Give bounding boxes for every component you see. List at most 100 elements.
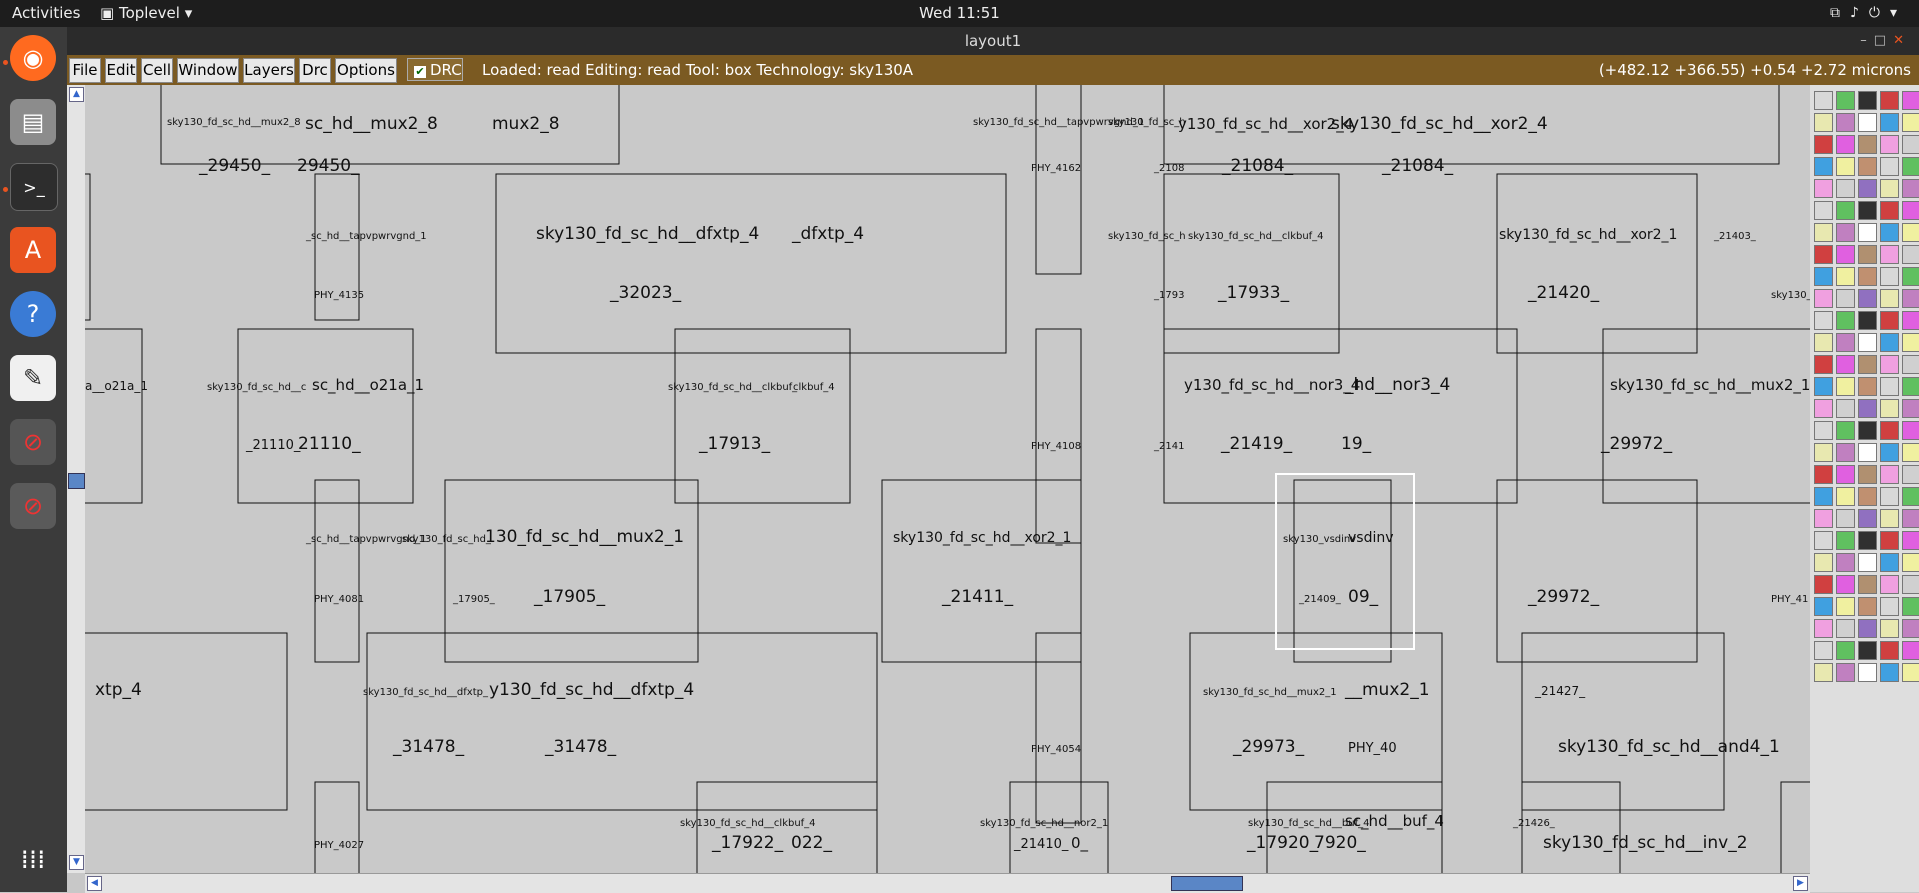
app-icon[interactable]: ⊘ xyxy=(10,483,56,529)
layer-swatch[interactable] xyxy=(1858,619,1877,638)
layer-swatch[interactable] xyxy=(1880,377,1899,396)
menu-options[interactable]: Options xyxy=(335,58,397,83)
menu-drc[interactable]: Drc xyxy=(299,58,331,83)
layer-swatch[interactable] xyxy=(1880,487,1899,506)
text-editor-icon[interactable]: ✎ xyxy=(10,355,56,401)
cell-box[interactable] xyxy=(1035,328,1082,544)
cell-box[interactable] xyxy=(696,781,878,873)
cell-box[interactable] xyxy=(444,479,699,663)
layer-swatch[interactable] xyxy=(1880,421,1899,440)
firefox-icon[interactable]: ◉ xyxy=(10,35,56,81)
layer-swatch[interactable] xyxy=(1858,179,1877,198)
layer-swatch[interactable] xyxy=(1836,597,1855,616)
layer-swatch[interactable] xyxy=(1858,223,1877,242)
layer-swatch[interactable] xyxy=(1902,135,1919,154)
layer-swatch[interactable] xyxy=(1814,443,1833,462)
layer-swatch[interactable] xyxy=(1880,641,1899,660)
terminal-icon[interactable]: >_ xyxy=(10,163,58,211)
layer-swatch[interactable] xyxy=(1858,509,1877,528)
layer-swatch[interactable] xyxy=(1880,245,1899,264)
cell-box[interactable] xyxy=(160,85,620,165)
layer-swatch[interactable] xyxy=(1858,289,1877,308)
layer-swatch[interactable] xyxy=(1902,509,1919,528)
layer-palette[interactable] xyxy=(1810,85,1919,892)
cell-box[interactable] xyxy=(1009,781,1109,873)
layer-swatch[interactable] xyxy=(1836,355,1855,374)
layer-swatch[interactable] xyxy=(1814,135,1833,154)
layer-swatch[interactable] xyxy=(1858,487,1877,506)
cell-box[interactable] xyxy=(495,173,1007,354)
layer-swatch[interactable] xyxy=(1836,157,1855,176)
layer-swatch[interactable] xyxy=(1858,377,1877,396)
vertical-scroll-thumb[interactable] xyxy=(68,473,85,489)
layer-swatch[interactable] xyxy=(1814,201,1833,220)
layer-swatch[interactable] xyxy=(1814,311,1833,330)
layer-swatch[interactable] xyxy=(1902,267,1919,286)
layer-swatch[interactable] xyxy=(1880,531,1899,550)
layer-swatch[interactable] xyxy=(1858,465,1877,484)
layer-swatch[interactable] xyxy=(1902,179,1919,198)
layer-swatch[interactable] xyxy=(1880,465,1899,484)
cell-box[interactable] xyxy=(1521,781,1621,873)
layer-swatch[interactable] xyxy=(1880,597,1899,616)
layer-swatch[interactable] xyxy=(1836,575,1855,594)
layer-swatch[interactable] xyxy=(1858,311,1877,330)
maximize-icon[interactable]: □ xyxy=(1873,33,1894,48)
layer-swatch[interactable] xyxy=(1902,333,1919,352)
layer-swatch[interactable] xyxy=(1902,553,1919,572)
layer-swatch[interactable] xyxy=(1836,509,1855,528)
layer-swatch[interactable] xyxy=(1902,663,1919,682)
minimize-icon[interactable]: – xyxy=(1860,33,1874,48)
layer-swatch[interactable] xyxy=(1858,201,1877,220)
selection-box[interactable] xyxy=(1275,473,1415,650)
cell-box[interactable] xyxy=(237,328,414,504)
layer-swatch[interactable] xyxy=(1836,443,1855,462)
horizontal-scrollbar[interactable]: ◀ ▶ xyxy=(85,873,1810,893)
layer-swatch[interactable] xyxy=(1880,135,1899,154)
cell-box[interactable] xyxy=(1496,479,1698,663)
layer-swatch[interactable] xyxy=(1836,135,1855,154)
layer-swatch[interactable] xyxy=(1836,267,1855,286)
layer-swatch[interactable] xyxy=(1880,157,1899,176)
close-icon[interactable]: ✕ xyxy=(1893,33,1911,48)
layer-swatch[interactable] xyxy=(1858,399,1877,418)
cell-box[interactable] xyxy=(85,632,288,811)
layer-swatch[interactable] xyxy=(1902,113,1919,132)
layer-swatch[interactable] xyxy=(1880,663,1899,682)
app-icon[interactable]: ⊘ xyxy=(10,419,56,465)
layer-swatch[interactable] xyxy=(1880,553,1899,572)
layer-swatch[interactable] xyxy=(1836,245,1855,264)
layer-swatch[interactable] xyxy=(1836,663,1855,682)
activities-button[interactable]: Activities xyxy=(12,4,81,22)
cell-box[interactable] xyxy=(1035,85,1082,275)
cell-box[interactable] xyxy=(366,632,878,811)
layer-swatch[interactable] xyxy=(1902,399,1919,418)
drc-toggle[interactable]: ✔DRC xyxy=(407,58,463,81)
layer-swatch[interactable] xyxy=(1814,465,1833,484)
layer-swatch[interactable] xyxy=(1858,355,1877,374)
layer-swatch[interactable] xyxy=(1880,333,1899,352)
layer-swatch[interactable] xyxy=(1814,509,1833,528)
menu-file[interactable]: File xyxy=(69,58,101,83)
layer-swatch[interactable] xyxy=(1902,245,1919,264)
layer-swatch[interactable] xyxy=(1814,399,1833,418)
layer-swatch[interactable] xyxy=(1858,267,1877,286)
scroll-down-icon[interactable]: ▼ xyxy=(69,855,84,870)
cell-box[interactable] xyxy=(85,173,91,321)
layer-swatch[interactable] xyxy=(1814,223,1833,242)
horizontal-scroll-thumb[interactable] xyxy=(1171,876,1243,891)
window-titlebar[interactable]: layout1 –□✕ xyxy=(67,27,1919,55)
menu-edit[interactable]: Edit xyxy=(105,58,137,83)
help-icon[interactable]: ? xyxy=(10,291,56,337)
layer-swatch[interactable] xyxy=(1836,641,1855,660)
scroll-up-icon[interactable]: ▲ xyxy=(69,87,84,102)
layer-swatch[interactable] xyxy=(1836,487,1855,506)
cell-box[interactable] xyxy=(1496,173,1698,354)
layer-swatch[interactable] xyxy=(1814,179,1833,198)
layer-swatch[interactable] xyxy=(1902,575,1919,594)
cell-box[interactable] xyxy=(1266,781,1443,873)
layer-swatch[interactable] xyxy=(1836,201,1855,220)
layer-swatch[interactable] xyxy=(1858,333,1877,352)
layer-swatch[interactable] xyxy=(1902,597,1919,616)
layer-swatch[interactable] xyxy=(1902,355,1919,374)
